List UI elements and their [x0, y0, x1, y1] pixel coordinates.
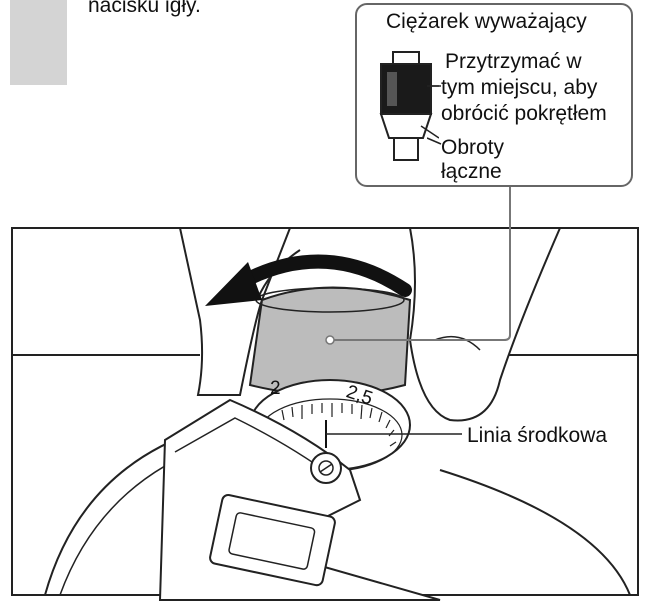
callout-pointers: [427, 85, 442, 145]
callout-leader: [330, 187, 511, 341]
hold-instruction: obrócić pokrętłem: [441, 102, 607, 125]
hold-instruction: Przytrzymać w: [445, 50, 582, 73]
rotate-label: Obroty: [441, 136, 505, 159]
center-line-label: Linia środkowa: [467, 424, 608, 447]
callout-box: Ciężarek wyważający Przytrzymać w tym mi…: [355, 3, 633, 187]
rotation-arrow-head: [205, 262, 262, 306]
finger-right: [408, 227, 562, 422]
dial-scale-label: 2: [270, 378, 281, 399]
balance-weight-icon: [379, 51, 439, 161]
rotate-label: łączne: [441, 160, 502, 183]
heading-fragment: nacisku igły.: [88, 0, 201, 17]
dial-ticks: [281, 403, 397, 447]
hold-instruction: tym miejscu, aby: [441, 76, 598, 99]
rotation-arrow-body: [243, 254, 412, 297]
tonearm-window: [209, 494, 336, 587]
sidebar-tab: [10, 0, 67, 85]
callout-title: Ciężarek wyważający: [386, 10, 587, 33]
